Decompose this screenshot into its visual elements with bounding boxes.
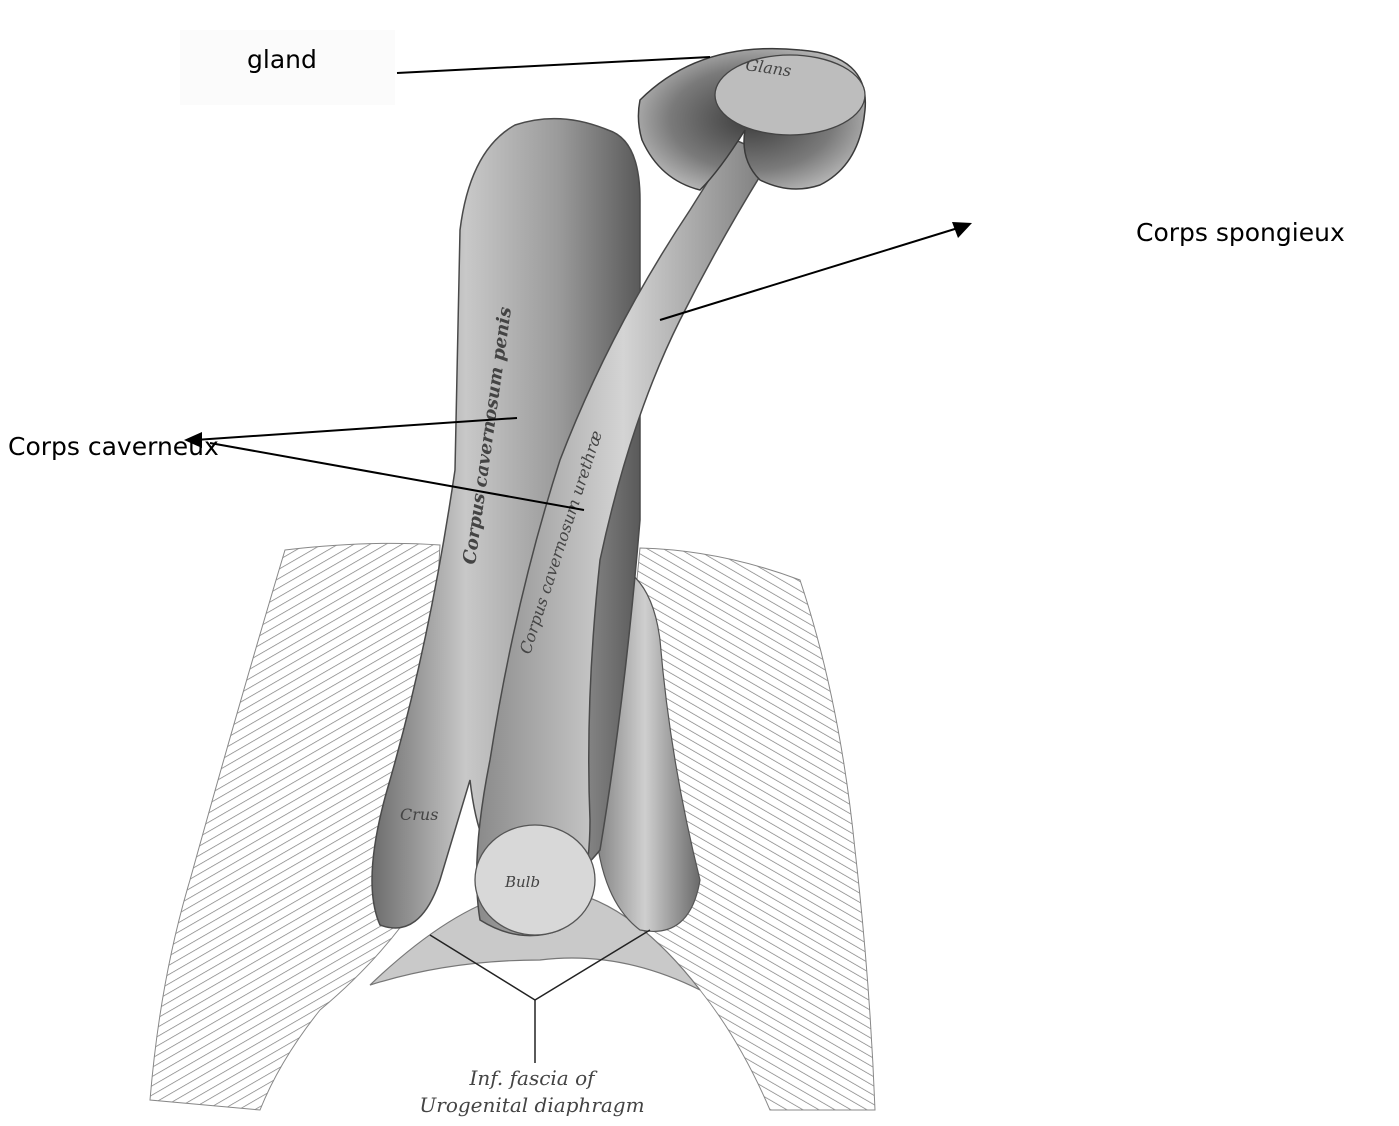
- corps-spongieux-label: Corps spongieux: [1136, 220, 1345, 245]
- crus-latin-label: Crus: [400, 805, 438, 824]
- fascia-latin-label-line1: Inf. fascia of: [468, 1066, 598, 1090]
- gland-pointer-line: [397, 57, 710, 73]
- gland-label: gland: [247, 47, 317, 72]
- corps-caverneux-label: Corps caverneux: [8, 434, 219, 459]
- bulb-latin-label: Bulb: [504, 873, 540, 891]
- corps-spongieux-arrowhead: [952, 222, 972, 238]
- gland-label-box: gland: [180, 30, 395, 105]
- fascia-latin-label-line2: Urogenital diaphragm: [419, 1093, 644, 1117]
